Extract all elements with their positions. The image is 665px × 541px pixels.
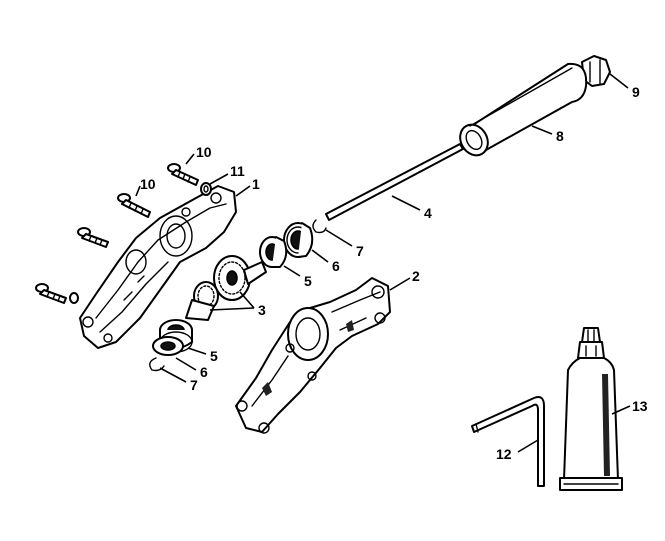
callout-10-middle: 10 [140, 176, 156, 192]
leader-10-middle [135, 185, 141, 197]
part-10-screw-middle [117, 193, 151, 218]
screw-left-middle [77, 227, 109, 248]
leader-7-top [325, 229, 353, 247]
part-4-drive-shaft [325, 143, 464, 221]
part-12-hex-wrench [471, 396, 545, 487]
part-6-bearing-bottom [152, 336, 184, 356]
callout-4: 4 [424, 205, 432, 221]
callout-7-top: 7 [356, 243, 364, 259]
part-13-grease-tube [559, 327, 623, 491]
leader-1 [235, 185, 251, 197]
callout-2: 2 [412, 268, 420, 284]
part-11-washer [200, 182, 212, 196]
leader-9 [609, 73, 629, 89]
leader-6-bottom [175, 357, 197, 371]
callout-13: 13 [632, 398, 648, 414]
leader-5-top [283, 265, 301, 277]
part-1-housing-half [79, 185, 237, 349]
callout-labels: 9 8 4 7 6 5 3 5 6 7 1 2 10 11 10 12 13 [140, 84, 648, 462]
callout-3: 3 [258, 302, 266, 318]
leader-8 [531, 125, 553, 135]
part-2-housing-half [235, 277, 391, 434]
callout-9: 9 [632, 84, 640, 100]
callout-11: 11 [230, 163, 245, 179]
leader-3 [209, 291, 255, 311]
leader-5-bottom [187, 347, 207, 355]
screw-left-bottom [35, 283, 79, 304]
part-8-tube [459, 62, 588, 157]
part-3-bevel-gear-set [185, 255, 267, 321]
leader-11 [209, 173, 229, 185]
leader-12 [517, 439, 539, 453]
leader-6-top [311, 249, 329, 263]
callout-6-top: 6 [332, 258, 340, 274]
callout-8: 8 [556, 128, 564, 144]
leader-2 [389, 277, 411, 291]
callout-10-top: 10 [196, 144, 212, 160]
leader-10-top [185, 153, 195, 165]
callout-1: 1 [252, 176, 260, 192]
callout-5-bottom: 5 [210, 348, 218, 364]
callout-7-bottom: 7 [190, 377, 198, 393]
part-7-circlip-top [312, 219, 327, 234]
part-5-bearing-top [259, 236, 288, 268]
part-6-bearing-top [283, 222, 314, 258]
part-10-screw-top [167, 163, 199, 186]
leader-4 [391, 195, 421, 211]
callout-5-top: 5 [304, 273, 312, 289]
callout-6-bottom: 6 [200, 364, 208, 380]
leader-lines [135, 73, 631, 453]
leader-13 [611, 405, 631, 415]
callout-12: 12 [496, 446, 512, 462]
leader-7-bottom [159, 367, 187, 383]
